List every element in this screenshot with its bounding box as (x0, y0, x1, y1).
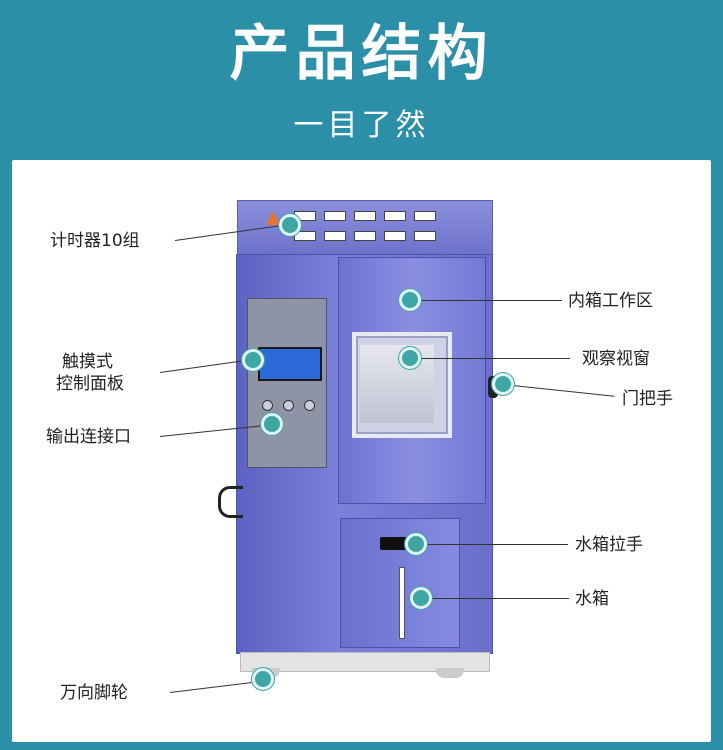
tank-handle-marker (408, 536, 424, 552)
knob-icon (262, 400, 273, 411)
timer-lid (237, 200, 493, 256)
timer-socket (414, 211, 436, 221)
label-timer: 计时器10组 (50, 231, 140, 251)
page-title: 产品结构 (229, 19, 494, 89)
timer-socket (294, 231, 316, 241)
machine-base (240, 652, 490, 672)
timer-socket (384, 231, 406, 241)
knob-icon (283, 400, 294, 411)
label-tank-handle: 水箱拉手 (575, 535, 643, 555)
cable-icon (218, 486, 243, 518)
callout-line (410, 300, 562, 301)
output-marker (264, 416, 280, 432)
page-subtitle: 一目了然 (293, 108, 430, 143)
label-inner-chamber: 内箱工作区 (568, 291, 653, 311)
label-window: 观察视窗 (582, 349, 650, 369)
timer-socket (294, 211, 316, 221)
touch-panel-marker (245, 352, 261, 368)
tank-marker (413, 590, 429, 606)
label-door-handle: 门把手 (622, 389, 673, 409)
timer-socket (324, 231, 346, 241)
callout-line (421, 598, 569, 599)
water-level-gauge (399, 567, 405, 639)
timer-socket (354, 231, 376, 241)
callout-line (410, 358, 570, 359)
knob-icon (304, 400, 315, 411)
timer-socket (384, 211, 406, 221)
door-handle-icon (488, 376, 498, 398)
window-marker (402, 350, 418, 366)
caster-wheel-icon (436, 668, 464, 678)
timer-socket (414, 231, 436, 241)
timer-socket (354, 211, 376, 221)
touch-screen (258, 347, 322, 381)
brand-logo-icon (266, 211, 280, 225)
inner-chamber-marker (402, 292, 418, 308)
label-touch-line2: 控制面板 (56, 374, 124, 394)
door-handle-marker (495, 376, 511, 392)
label-touch-line1: 触摸式 (62, 352, 113, 372)
chamber-interior (360, 345, 434, 423)
label-tank: 水箱 (575, 589, 609, 609)
callout-line (416, 544, 568, 545)
timer-socket (324, 211, 346, 221)
control-panel (247, 298, 327, 468)
label-output: 输出连接口 (46, 427, 131, 447)
timer-marker (282, 217, 298, 233)
caster-marker (255, 671, 271, 687)
label-caster: 万向脚轮 (60, 683, 128, 703)
